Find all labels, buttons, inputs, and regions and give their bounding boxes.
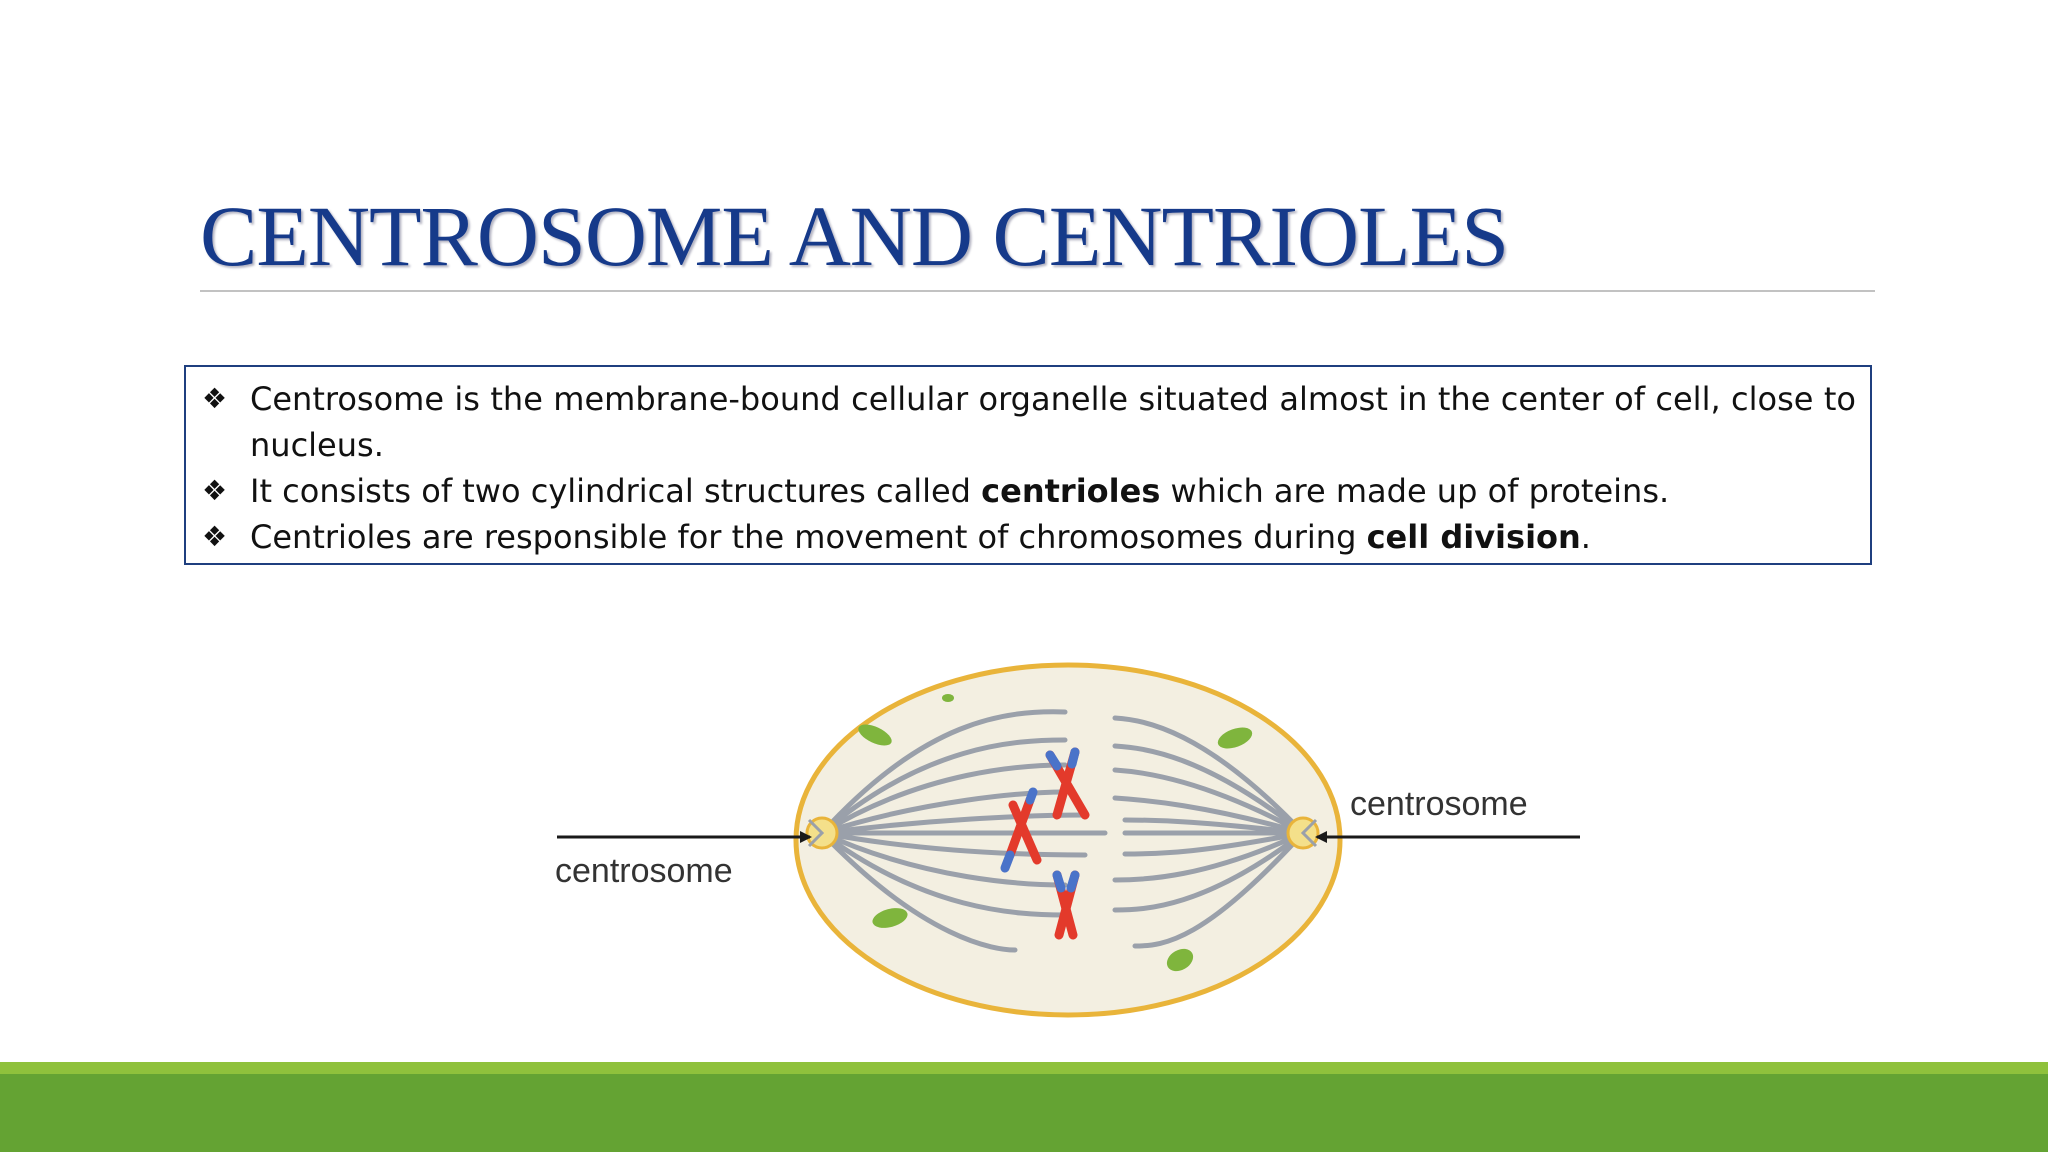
- bullet-textbox: ❖ Centrosome is the membrane-bound cellu…: [184, 365, 1872, 565]
- bullet-item: ❖ It consists of two cylindrical structu…: [202, 468, 1856, 514]
- chromosome-icon: [1000, 787, 1042, 873]
- slide-title: CENTROSOME AND CENTRIOLES: [200, 188, 1509, 284]
- centrosome-right-icon: [1286, 816, 1320, 850]
- bullet-item: ❖ Centrioles are responsible for the mov…: [202, 514, 1856, 560]
- cell-membrane: [793, 662, 1343, 1018]
- centrosome-left-icon: [805, 816, 839, 850]
- organelle-icons: [858, 694, 1253, 972]
- chromosome-icon: [1045, 747, 1090, 820]
- diamond-bullet-icon: ❖: [202, 520, 228, 553]
- centrosome-label-left: centrosome: [555, 852, 733, 890]
- chromosome-icon: [1052, 870, 1080, 940]
- diamond-bullet-icon: ❖: [202, 474, 228, 507]
- bullet-text: Centrioles are responsible for the movem…: [250, 518, 1591, 556]
- centrosome-label-right: centrosome: [1350, 785, 1528, 823]
- bullet-item: ❖ Centrosome is the membrane-bound cellu…: [202, 376, 1856, 468]
- bullet-text: It consists of two cylindrical structure…: [250, 472, 1670, 510]
- footer-accent-bar: [0, 1062, 2048, 1074]
- cell-division-figure: centrosome centrosome: [545, 640, 1605, 1040]
- mitosis-diagram: centrosome centrosome: [555, 662, 1580, 1018]
- title-underline: [200, 290, 1875, 292]
- bold-term: cell division: [1366, 518, 1581, 556]
- bold-term: centrioles: [981, 472, 1161, 510]
- diamond-bullet-icon: ❖: [202, 382, 228, 415]
- bullet-text: Centrosome is the membrane-bound cellula…: [250, 380, 1856, 464]
- spindle-fibers: [819, 709, 1306, 953]
- footer-bar: [0, 1074, 2048, 1152]
